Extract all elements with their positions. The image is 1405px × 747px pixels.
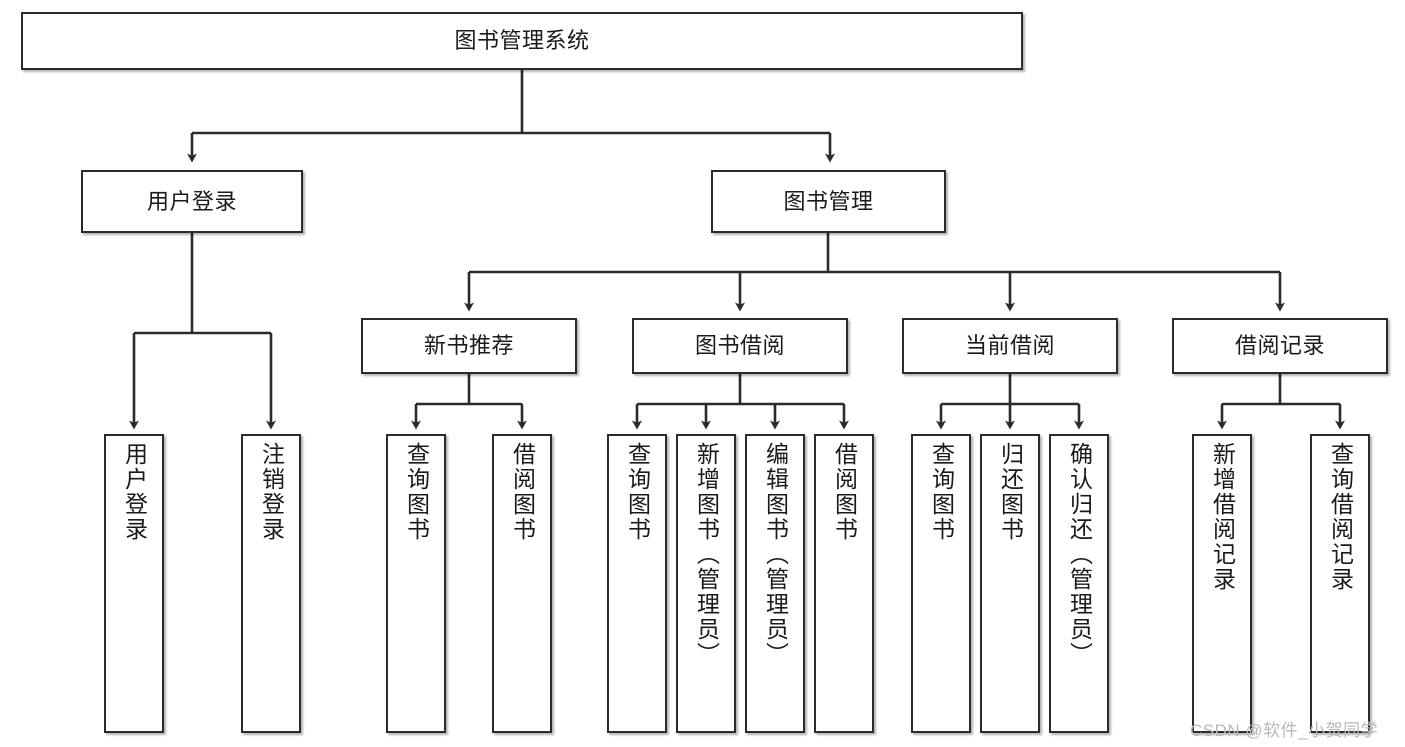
- node-leaf-user-login[interactable]: 用户登录: [104, 434, 164, 733]
- node-leaf-add-record[interactable]: 新增借阅记录: [1192, 434, 1252, 733]
- node-leaf-add-book-label: 新增图书（管理员）: [693, 442, 720, 667]
- node-user-login-label: 用户登录: [146, 188, 237, 214]
- node-borrow-record[interactable]: 借阅记录: [1172, 318, 1388, 374]
- node-leaf-query-record[interactable]: 查询借阅记录: [1310, 434, 1370, 733]
- node-user-login[interactable]: 用户登录: [81, 170, 303, 233]
- node-leaf-borrow-book-1-label: 借阅图书: [509, 442, 536, 542]
- node-current-borrow[interactable]: 当前借阅: [902, 318, 1118, 374]
- csdn-watermark: CSDN @软件_小贺同学: [1190, 721, 1379, 740]
- node-new-book-recommend[interactable]: 新书推荐: [361, 318, 577, 374]
- node-leaf-confirm-return-label: 确认归还（管理员）: [1066, 442, 1093, 667]
- node-new-book-recommend-label: 新书推荐: [423, 333, 514, 359]
- node-leaf-confirm-return[interactable]: 确认归还（管理员）: [1049, 434, 1109, 733]
- node-leaf-query-book-1-label: 查询图书: [403, 442, 430, 542]
- node-leaf-query-book-1[interactable]: 查询图书: [386, 434, 446, 733]
- node-leaf-return-book[interactable]: 归还图书: [980, 434, 1040, 733]
- node-leaf-query-book-3[interactable]: 查询图书: [911, 434, 971, 733]
- node-leaf-borrow-book-2-label: 借阅图书: [831, 442, 858, 542]
- node-book-borrow[interactable]: 图书借阅: [632, 318, 848, 374]
- node-leaf-query-record-label: 查询借阅记录: [1327, 442, 1354, 592]
- node-borrow-record-label: 借阅记录: [1234, 333, 1325, 359]
- node-root-label: 图书管理系统: [454, 28, 590, 54]
- node-leaf-edit-book[interactable]: 编辑图书（管理员）: [745, 434, 805, 733]
- node-book-manage-label: 图书管理: [783, 188, 874, 214]
- node-leaf-edit-book-label: 编辑图书（管理员）: [762, 442, 789, 667]
- node-leaf-borrow-book-2[interactable]: 借阅图书: [814, 434, 874, 733]
- node-leaf-query-book-2[interactable]: 查询图书: [607, 434, 667, 733]
- node-leaf-logout-label: 注销登录: [258, 442, 285, 542]
- node-leaf-add-record-label: 新增借阅记录: [1209, 442, 1236, 592]
- node-leaf-logout[interactable]: 注销登录: [241, 434, 301, 733]
- node-leaf-query-book-2-label: 查询图书: [624, 442, 651, 542]
- node-leaf-return-book-label: 归还图书: [997, 442, 1024, 542]
- node-book-borrow-label: 图书借阅: [694, 333, 785, 359]
- node-leaf-user-login-label: 用户登录: [121, 442, 148, 542]
- node-book-manage[interactable]: 图书管理: [711, 170, 946, 233]
- node-root[interactable]: 图书管理系统: [21, 12, 1023, 70]
- node-leaf-add-book[interactable]: 新增图书（管理员）: [676, 434, 736, 733]
- node-leaf-borrow-book-1[interactable]: 借阅图书: [492, 434, 552, 733]
- node-leaf-query-book-3-label: 查询图书: [928, 442, 955, 542]
- node-current-borrow-label: 当前借阅: [964, 333, 1055, 359]
